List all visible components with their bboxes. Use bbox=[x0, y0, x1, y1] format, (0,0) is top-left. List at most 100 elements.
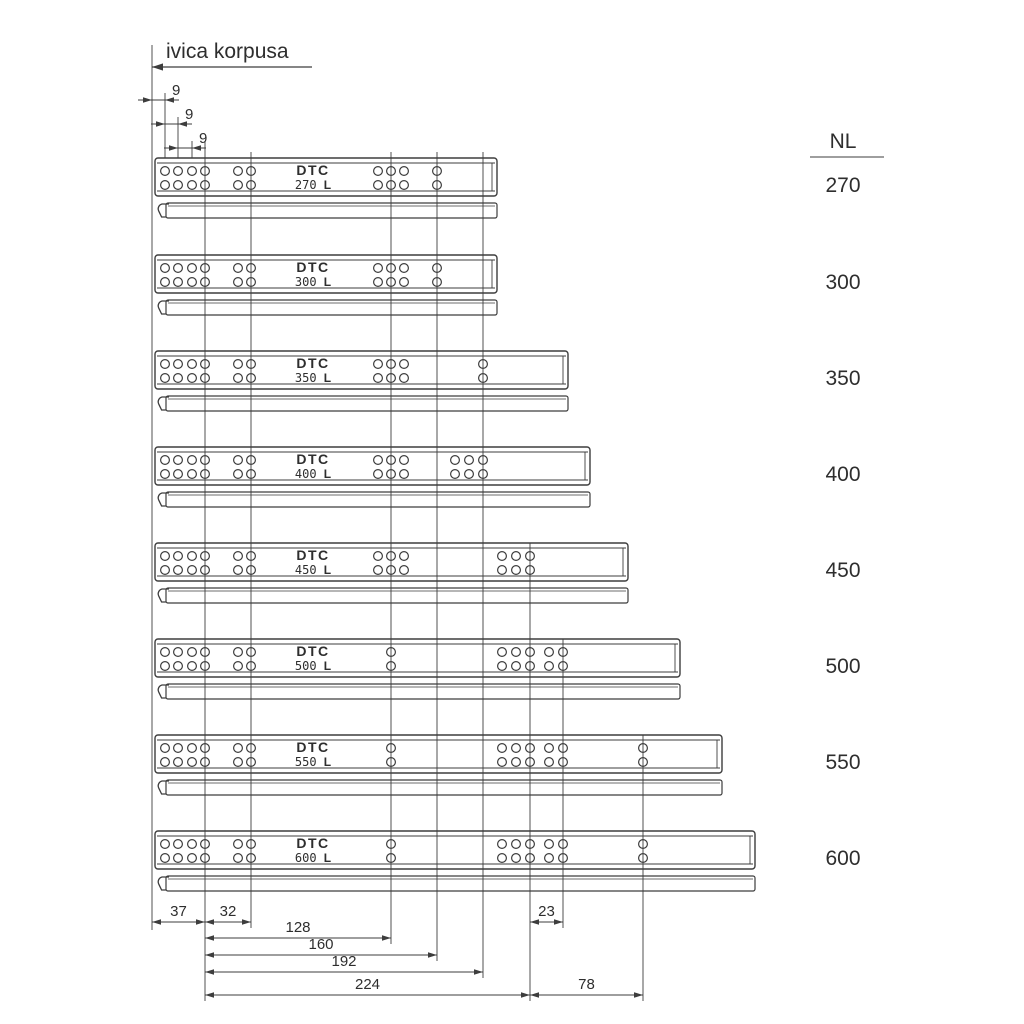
dtc-logo: DTC bbox=[296, 739, 329, 755]
mounting-hole bbox=[187, 756, 198, 767]
dimension-value: 9 bbox=[185, 106, 193, 123]
nl-value: 450 bbox=[825, 559, 860, 582]
mounting-hole bbox=[233, 180, 244, 191]
dimension-arrow bbox=[530, 992, 539, 998]
dtc-logo: DTC bbox=[296, 162, 329, 178]
mounting-hole bbox=[399, 166, 410, 177]
edge-label: ivica korpusa bbox=[166, 40, 289, 63]
mounting-hole bbox=[399, 263, 410, 274]
mounting-hole bbox=[160, 180, 171, 191]
mounting-hole bbox=[173, 756, 184, 767]
mounting-hole bbox=[373, 469, 384, 480]
mounting-hole bbox=[543, 838, 554, 849]
rail-profile bbox=[165, 491, 591, 508]
mounting-hole bbox=[543, 660, 554, 671]
dimension-arrow bbox=[554, 919, 563, 925]
dimension-value: 32 bbox=[220, 903, 237, 920]
rail-profile bbox=[165, 875, 756, 892]
dimension-arrow bbox=[178, 121, 187, 127]
mounting-hole bbox=[543, 756, 554, 767]
mounting-hole bbox=[233, 455, 244, 466]
mounting-hole bbox=[173, 646, 184, 657]
mounting-hole bbox=[173, 359, 184, 370]
mounting-hole bbox=[160, 277, 171, 288]
mounting-hole bbox=[233, 263, 244, 274]
mounting-hole bbox=[173, 180, 184, 191]
dimension-arrow bbox=[521, 992, 530, 998]
mounting-hole bbox=[399, 359, 410, 370]
mounting-hole bbox=[173, 263, 184, 274]
mounting-hole bbox=[187, 180, 198, 191]
mounting-hole bbox=[173, 838, 184, 849]
dimension-value: 128 bbox=[285, 919, 310, 936]
dimension-value: 23 bbox=[538, 903, 555, 920]
dimension-arrow bbox=[143, 97, 152, 103]
mounting-hole bbox=[373, 455, 384, 466]
mounting-hole bbox=[160, 359, 171, 370]
mounting-hole bbox=[233, 852, 244, 863]
mounting-hole bbox=[233, 756, 244, 767]
leader-arrow-icon bbox=[152, 63, 163, 71]
mounting-hole bbox=[373, 166, 384, 177]
dimension-arrow bbox=[156, 121, 165, 127]
mounting-hole bbox=[373, 373, 384, 384]
dim-160: 160 bbox=[205, 936, 437, 958]
dimension-value: 78 bbox=[578, 976, 595, 993]
mounting-hole bbox=[187, 742, 198, 753]
rail-body bbox=[154, 638, 681, 678]
rail-body bbox=[154, 830, 756, 870]
nl-value: 300 bbox=[825, 271, 860, 294]
rail-body bbox=[154, 350, 569, 390]
mounting-hole bbox=[187, 277, 198, 288]
mounting-hook-icon bbox=[157, 396, 169, 411]
mounting-hole bbox=[464, 469, 475, 480]
size-label: 350 L bbox=[295, 371, 331, 385]
size-label: 550 L bbox=[295, 755, 331, 769]
mounting-hole bbox=[373, 277, 384, 288]
mounting-hole bbox=[160, 550, 171, 561]
dimension-arrow bbox=[165, 97, 174, 103]
rail-profile bbox=[165, 683, 681, 700]
dimension-arrow bbox=[192, 145, 201, 151]
mounting-hole bbox=[497, 550, 508, 561]
dim-23: 23 bbox=[530, 903, 563, 925]
mounting-hole bbox=[399, 373, 410, 384]
size-label: 400 L bbox=[295, 467, 331, 481]
nl-value: 270 bbox=[825, 174, 860, 197]
mounting-hole bbox=[160, 852, 171, 863]
dim-128: 128 bbox=[205, 919, 391, 941]
mounting-hole bbox=[160, 263, 171, 274]
mounting-hole bbox=[187, 646, 198, 657]
mounting-hole bbox=[373, 564, 384, 575]
mounting-hole bbox=[399, 564, 410, 575]
mounting-hook-icon bbox=[157, 492, 169, 507]
mounting-hole bbox=[543, 646, 554, 657]
mounting-hole bbox=[497, 564, 508, 575]
mounting-hole bbox=[511, 564, 522, 575]
dimension-value: 9 bbox=[199, 130, 207, 147]
mounting-hook-icon bbox=[157, 588, 169, 603]
mounting-hole bbox=[373, 263, 384, 274]
rail-profile bbox=[165, 779, 723, 796]
nl-value: 350 bbox=[825, 367, 860, 390]
mounting-hole bbox=[511, 852, 522, 863]
mounting-hole bbox=[464, 455, 475, 466]
mounting-hole bbox=[233, 564, 244, 575]
dimension-value: 160 bbox=[308, 936, 333, 953]
mounting-hole bbox=[173, 660, 184, 671]
mounting-hole bbox=[543, 742, 554, 753]
mounting-hole bbox=[173, 455, 184, 466]
dimension-arrow bbox=[205, 969, 214, 975]
mounting-hole bbox=[173, 742, 184, 753]
mounting-hole bbox=[450, 469, 461, 480]
mounting-hole bbox=[399, 469, 410, 480]
mounting-hole bbox=[399, 277, 410, 288]
mounting-hole bbox=[173, 852, 184, 863]
mounting-hook-icon bbox=[157, 876, 169, 891]
dim-9: 9 bbox=[151, 106, 193, 127]
